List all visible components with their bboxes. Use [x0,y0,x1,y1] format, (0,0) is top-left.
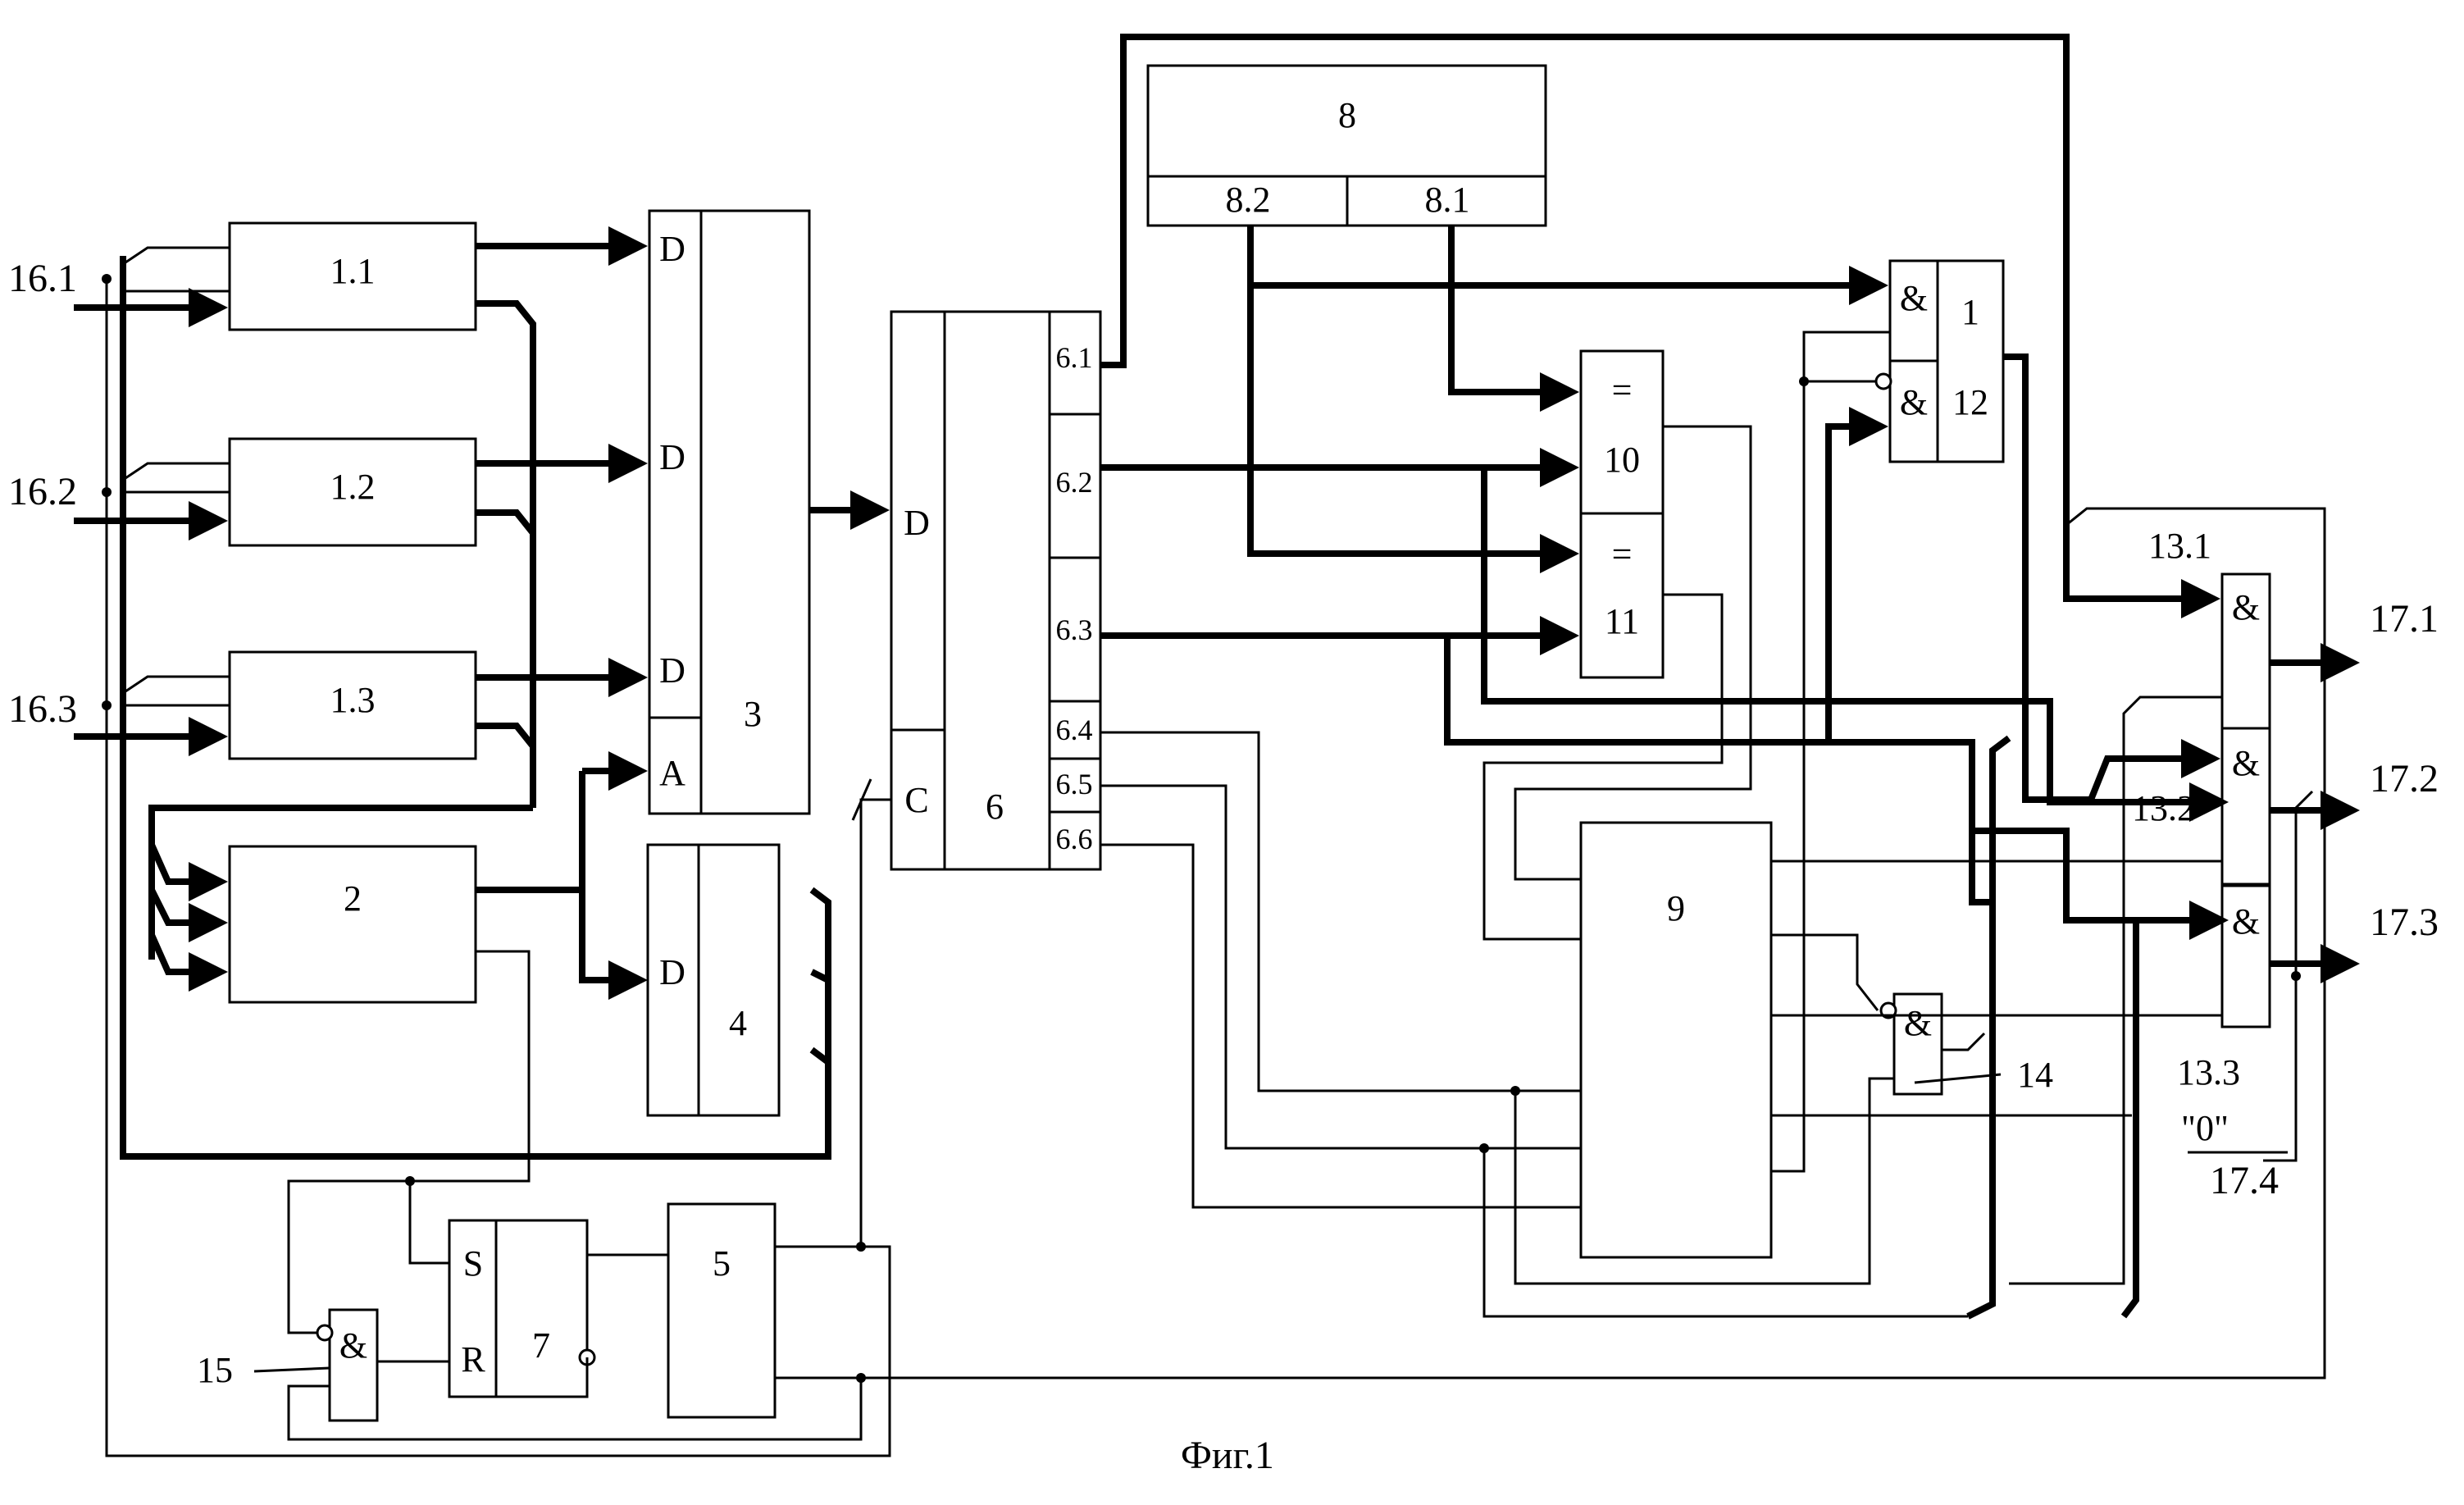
pin-6-3: 6.3 [1056,613,1093,646]
input-16-3-label: 16.3 [8,687,77,731]
block-8: 8 8.2 8.1 [1148,66,1546,226]
figure-caption: Фиг.1 [1181,1434,1274,1477]
block-13-3: & [2222,886,2270,1027]
pin-6-2: 6.2 [1056,466,1093,499]
block-3-d1-pin: D [659,229,685,269]
block-2-label: 2 [344,878,362,919]
block-7-s-pin: S [463,1243,483,1284]
block-1-2: 1.2 [230,439,476,545]
block-15-label: 15 [197,1350,233,1390]
block-13-1-label: 13.1 [2148,526,2211,566]
block-1-3-label: 1.3 [330,680,376,720]
block-8-1-label: 8.1 [1425,180,1470,220]
block-13-2-and: & [2232,743,2260,783]
block-4: D 4 [648,845,779,1115]
block-1-1-label: 1.1 [330,251,376,291]
block-12-label: 12 [1952,382,1988,422]
block-3-d2-pin: D [659,437,685,477]
block-3: D D D A 3 [649,211,809,814]
pin-6-6: 6.6 [1056,823,1093,855]
block-5-label: 5 [713,1243,731,1284]
block-6-d-pin: D [904,503,930,543]
block-13-2-label: 13.2 [2132,788,2195,828]
pin-6-1: 6.1 [1056,341,1093,374]
block-9-label: 9 [1667,888,1685,928]
block-3-label: 3 [744,694,762,734]
output-17-3-label: 17.3 [2370,901,2439,944]
block-13-3-and: & [2232,901,2260,942]
block-2: 2 [230,846,476,1002]
block-13-3-label: 13.3 [2177,1052,2240,1092]
block-7-r-pin: R [461,1339,485,1380]
block-1-2-label: 1.2 [330,467,376,507]
block-4-d-pin: D [659,952,685,992]
block-13-1-and: & [2232,587,2260,627]
block-12-and2: & [1900,382,1928,422]
block-7-label: 7 [532,1325,550,1366]
block-6-label: 6 [986,787,1004,827]
block-8-2-label: 8.2 [1226,180,1271,220]
pin-6-5: 6.5 [1056,768,1093,800]
block-6: D C 6 6.1 6.2 6.3 6.4 6.5 6.6 [891,312,1100,869]
block-8-label: 8 [1338,95,1356,135]
output-17-4-label: 17.4 [2210,1159,2279,1202]
block-11: = 11 [1581,513,1663,677]
block-1-1: 1.1 [230,223,476,330]
block-7: S R 7 [449,1220,594,1397]
block-13-1: & [2222,574,2270,728]
block-15-and: & [339,1325,367,1366]
block-5: 5 [668,1204,775,1417]
block-3-a-pin: A [659,753,685,793]
zero-label: "0" [2181,1108,2229,1148]
block-10-label: 10 [1604,440,1640,480]
output-17-2-label: 17.2 [2370,757,2439,800]
block-10: = 10 [1581,351,1663,513]
block-1-3: 1.3 [230,652,476,759]
block-11-label: 11 [1605,601,1639,641]
block-3-d3-pin: D [659,650,685,691]
input-16-1-label: 16.1 [8,257,77,300]
block-11-eq: = [1612,534,1633,574]
block-12-and1: & [1900,278,1928,318]
output-17-1-label: 17.1 [2370,597,2439,641]
block-12-num1: 1 [1961,292,1979,332]
block-12: & & 1 12 [1876,261,2003,462]
block-6-c-pin: C [904,780,928,820]
pin-6-4: 6.4 [1056,714,1093,746]
block-9: 9 [1581,823,1771,1257]
input-16-2-label: 16.2 [8,470,77,513]
block-14-label: 14 [2017,1055,2053,1095]
block-4-label: 4 [729,1003,747,1043]
block-15: & [317,1310,377,1421]
block-10-eq: = [1612,370,1633,410]
block-13-2: & [2222,728,2270,884]
block-14-and: & [1904,1003,1932,1043]
